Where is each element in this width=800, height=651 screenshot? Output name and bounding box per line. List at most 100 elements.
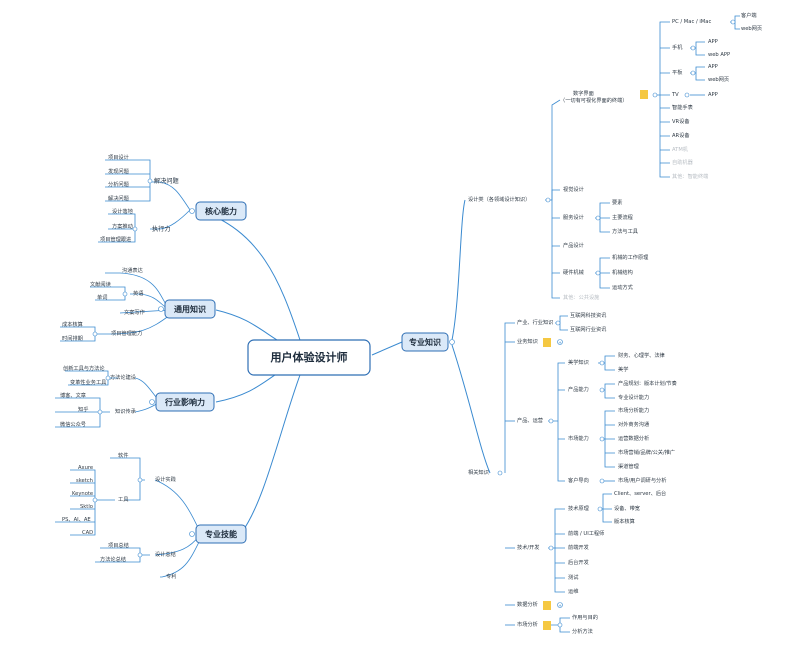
- node-label: TV: [671, 92, 679, 98]
- collapse-toggle-icon[interactable]: [557, 622, 563, 628]
- node-label: PC / Mac / iMac: [672, 19, 711, 25]
- center-title: 用户体验设计师: [271, 350, 348, 364]
- center-node[interactable]: 用户体验设计师: [247, 339, 371, 376]
- node-label: sketch: [76, 478, 93, 484]
- node-label: 平板: [672, 68, 683, 76]
- collapse-toggle-icon[interactable]: [158, 306, 164, 312]
- node-label: 通用知识: [174, 304, 206, 314]
- branch-connector: [90, 286, 126, 301]
- node-label: 项目管理跟进: [100, 235, 131, 243]
- node-label: 其他：智能终端: [672, 172, 708, 180]
- node-label: 机械结构: [612, 268, 633, 276]
- collapse-toggle-icon[interactable]: [548, 545, 554, 551]
- node-label: +: [558, 603, 561, 608]
- connector-skills: [241, 374, 301, 533]
- node-label: 运动方式: [612, 283, 634, 291]
- node-label: PS、AI、AE: [62, 517, 91, 523]
- node-label: 项目总结: [108, 541, 129, 549]
- node-label: 专业知识: [409, 337, 441, 347]
- node-label: 测试: [568, 573, 579, 581]
- collapse-toggle-icon[interactable]: [730, 19, 736, 25]
- collapse-toggle-icon[interactable]: [149, 399, 155, 405]
- expand-icon[interactable]: [557, 602, 563, 608]
- branch-connector: [548, 617, 570, 633]
- collapse-toggle-icon[interactable]: [548, 418, 554, 424]
- node-professional-knowledge[interactable]: 专业知识: [401, 332, 455, 352]
- collapse-toggle-icon[interactable]: [599, 360, 605, 366]
- node-label: 知识传承: [115, 407, 137, 415]
- node-label: 产品能力: [568, 385, 589, 393]
- node-label: 知乎: [78, 405, 88, 413]
- node-label: 产业、行业知识: [517, 318, 553, 326]
- collapse-toggle-icon[interactable]: [92, 331, 98, 337]
- branch-connector: [98, 213, 136, 243]
- branch-connector: [55, 397, 110, 428]
- collapse-toggle-icon[interactable]: [137, 477, 143, 483]
- node-label: 数据分析: [517, 600, 538, 608]
- branch-connector: [95, 547, 150, 563]
- collapse-toggle-icon[interactable]: [597, 506, 603, 512]
- collapse-toggle-icon[interactable]: [684, 92, 690, 98]
- collapse-toggle-icon[interactable]: [555, 320, 561, 326]
- node-label: Client、server、后台: [614, 489, 666, 497]
- node-label: 方法与工具: [612, 227, 638, 235]
- node-label: APP: [708, 64, 718, 70]
- collapse-toggle-icon[interactable]: [599, 387, 605, 393]
- node-label: 技术/开发: [517, 543, 540, 551]
- node-label: VR设备: [672, 117, 690, 125]
- node-label: Axure: [78, 465, 93, 471]
- collapse-toggle-icon[interactable]: [97, 409, 103, 415]
- collapse-toggle-icon[interactable]: [147, 178, 153, 184]
- node-label: 前端 / UI工程师: [568, 529, 604, 537]
- node-label: 市场能力: [568, 434, 589, 442]
- node-label: 软件: [118, 451, 128, 459]
- collapse-toggle-icon[interactable]: [122, 291, 128, 297]
- collapse-toggle-icon[interactable]: [652, 92, 658, 98]
- collapse-toggle-icon[interactable]: [545, 197, 551, 203]
- collapse-toggle-icon[interactable]: [595, 215, 601, 221]
- collapse-toggle-icon[interactable]: [690, 45, 696, 51]
- node-label: 财务、心理学、法律: [618, 351, 665, 359]
- node-label: web网页: [708, 76, 729, 83]
- collapse-toggle-icon[interactable]: [105, 375, 111, 381]
- note-icon[interactable]: [543, 338, 551, 347]
- collapse-toggle-icon[interactable]: [92, 497, 98, 503]
- node-label: 其他：公共设施: [563, 293, 599, 301]
- node-core-ability[interactable]: 核心能力: [189, 201, 247, 221]
- node-label: 解决问题: [108, 194, 129, 202]
- node-professional-skills[interactable]: 专业技能: [189, 524, 247, 544]
- node-label: 时间排期: [62, 334, 83, 342]
- node-label: 方法论建设: [110, 373, 136, 381]
- collapse-toggle-icon[interactable]: [595, 270, 601, 276]
- collapse-toggle-icon[interactable]: [449, 339, 455, 345]
- note-icon[interactable]: [640, 90, 648, 99]
- expand-icon[interactable]: [557, 339, 563, 345]
- node-label: 后台开发: [568, 558, 589, 566]
- node-label: 美学知识: [568, 358, 589, 366]
- node-label: 客户导向: [568, 476, 589, 484]
- branch-connector: [110, 457, 145, 501]
- related-branch: 相关知识 产业、行业知识 互联网科技资讯 互联网行业资讯 业务知识 + 产品、运…: [468, 311, 678, 635]
- node-general-knowledge[interactable]: 通用知识: [158, 299, 216, 319]
- node-label: 设计类（各领域设计知识）: [468, 195, 530, 203]
- collapse-toggle-icon[interactable]: [189, 531, 195, 537]
- node-label: 文案写作: [124, 308, 145, 316]
- collapse-toggle-icon[interactable]: [497, 470, 503, 476]
- node-industry-influence[interactable]: 行业影响力: [149, 392, 215, 412]
- collapse-toggle-icon[interactable]: [599, 436, 605, 442]
- note-icon[interactable]: [543, 621, 551, 630]
- node-label: 专业设计能力: [618, 393, 649, 401]
- collapse-toggle-icon[interactable]: [137, 552, 143, 558]
- collapse-toggle-icon[interactable]: [132, 226, 138, 232]
- node-label: 视觉设计: [563, 185, 584, 193]
- node-label: 版本核算: [614, 517, 635, 525]
- influence-branch: 方法论建设 创新工具与方法论 变革性业务工具 知识传承 博客、文章 知乎 微信公…: [60, 364, 137, 428]
- node-label: 英语: [133, 289, 143, 297]
- collapse-toggle-icon[interactable]: [690, 70, 696, 76]
- node-label: 市场分析: [517, 620, 538, 628]
- collapse-toggle-icon[interactable]: [599, 478, 605, 484]
- note-icon[interactable]: [543, 601, 551, 610]
- collapse-toggle-icon[interactable]: [189, 208, 195, 214]
- design-branch: 设计类（各领域设计知识） 数字界面 （一切有可视化界面的终端） PC / Mac…: [468, 11, 762, 301]
